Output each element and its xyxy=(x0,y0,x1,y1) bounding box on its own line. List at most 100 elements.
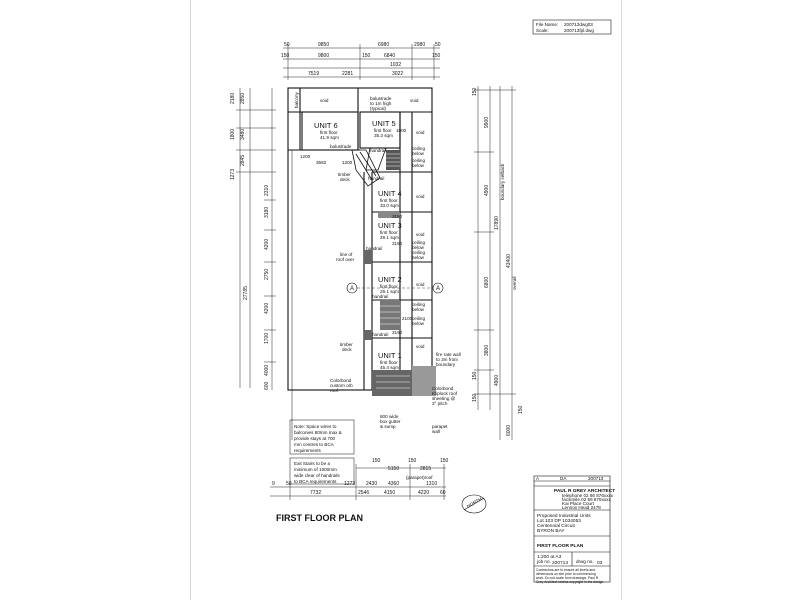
right-dim-4: 17890 xyxy=(494,216,500,230)
right-dim-10: 150 xyxy=(472,393,478,402)
file-name-label: File Name: xyxy=(536,22,558,27)
svg-text:requirements: requirements xyxy=(294,448,322,453)
top-dimension-lines xyxy=(283,44,440,80)
bot-dim-14: 4150 xyxy=(384,490,395,496)
colorbond-orb-3: roof xyxy=(330,388,339,393)
right-dimension-lines xyxy=(474,86,516,440)
top-dim-6: 150 xyxy=(281,53,290,59)
inner-dims: 1200 3682 1200 3150 3150 3150 2100 1000 xyxy=(300,128,413,335)
top-dim-13: 2281 xyxy=(342,71,353,77)
inner-dim-5: 3150 xyxy=(392,214,403,219)
title-block-frame xyxy=(533,475,611,583)
right-dim-8: 150 xyxy=(472,371,478,380)
ceiling-6a: ceiling xyxy=(412,316,425,321)
drawing-scale: 1:200 at A3 xyxy=(537,554,562,560)
left-dimension-lines xyxy=(236,88,276,390)
left-dim-1: 2180 xyxy=(230,93,236,104)
north-label: NORTH xyxy=(466,496,483,508)
unit-4-area: 33.0 sqm xyxy=(380,203,399,208)
copyright-3: work. Do not scale from drawings. Paul R xyxy=(536,576,599,580)
void-label-4: void xyxy=(416,194,425,199)
gutter-3: & sump xyxy=(380,424,396,429)
top-dim-10: 150 xyxy=(432,53,441,59)
grid-a-left: A xyxy=(350,286,354,292)
parapet-2: wall xyxy=(432,429,440,434)
right-dim-6: 6800 xyxy=(484,277,490,288)
right-dimension-texts: 150 9900 4900 17890 43400 6800 3800 150 … xyxy=(472,87,524,436)
void-label-6: void xyxy=(416,282,425,287)
ceiling-4a: ceiling xyxy=(412,250,425,255)
colorbond-orb-1: Colorbond xyxy=(330,378,352,383)
svg-text:minimum of 1000mm: minimum of 1000mm xyxy=(294,467,337,472)
contact-4: Lennox Head 2478 xyxy=(562,505,601,510)
left-dim-11: 2750 xyxy=(264,269,270,280)
fire-rate-2: to 3m from xyxy=(436,357,458,362)
left-dim-10: 4200 xyxy=(264,239,270,250)
svg-text:provide stays at 700: provide stays at 700 xyxy=(294,436,336,441)
kliplock-3: sheeting @ xyxy=(432,396,456,401)
copyright-2: dimensions on site prior to commencing xyxy=(536,572,596,576)
project-1: Proposed Industrial Units xyxy=(537,513,591,519)
contact-1: telephone 02 66 876xxxx xyxy=(562,493,614,498)
ceiling-3b: below xyxy=(412,245,425,250)
right-dim-note-1: boundary setback xyxy=(500,163,505,200)
drg-no: 03 xyxy=(597,560,603,566)
inner-dim-8: 1000 xyxy=(396,128,407,133)
unit-3-name: UNIT 3 xyxy=(378,221,402,230)
project-4: BYRON BAY xyxy=(537,528,565,534)
void-label-7: void xyxy=(416,344,425,349)
bot-dim-4: 2815 xyxy=(420,466,431,472)
plan-title: FIRST FLOOR PLAN xyxy=(276,513,363,523)
unit-2-name: UNIT 2 xyxy=(378,275,402,284)
rev-3: 200713 xyxy=(588,476,604,481)
left-dim-7: 27785 xyxy=(243,286,249,300)
inner-dim-6: 3150 xyxy=(392,330,403,335)
unit-5-area: 35.3 sqm xyxy=(374,133,393,138)
ceiling-1b: below xyxy=(412,151,425,156)
right-dim-12: 150 xyxy=(518,405,524,414)
unit-5-floor: first floor xyxy=(374,128,392,133)
unit-1-area: 45.4 sqm xyxy=(380,365,399,370)
unit-5-name: UNIT 5 xyxy=(372,119,396,128)
top-dim-2: 9850 xyxy=(318,42,329,48)
contact-2: facsimile 02 66 876xxxx xyxy=(562,497,611,502)
bot-dim-1: 150 xyxy=(372,458,381,464)
left-dim-3: 1800 xyxy=(230,129,236,140)
ceiling-6b: below xyxy=(412,321,425,326)
bottom-dimension-lines xyxy=(270,464,446,500)
top-dim-1: 50 xyxy=(284,42,290,48)
top-dim-3: 6980 xyxy=(378,42,389,48)
top-dim-5: 50 xyxy=(435,42,441,48)
right-dim-note-2: overall xyxy=(512,276,517,290)
note-1: Note: Space wires to balconies 80mm max … xyxy=(294,424,342,453)
balcony-label: balcony xyxy=(294,91,299,108)
bottom-dimension-texts: 150 5150 150 2815 150 9 50 1273 2430 436… xyxy=(272,458,449,496)
stair-blocks xyxy=(364,150,436,396)
balustrade-top-3: (typical) xyxy=(370,106,387,111)
kliplock-4: 3° pitch xyxy=(432,401,448,406)
handrail-label-3: handrail xyxy=(366,246,382,251)
building-outline xyxy=(287,87,433,391)
bot-dim-3: 150 xyxy=(408,458,417,464)
left-dim-4: 3480 xyxy=(240,129,246,140)
bot-dim-8: 1273 xyxy=(344,481,355,487)
unit-4-floor: first floor xyxy=(380,198,398,203)
left-dim-13: 1700 xyxy=(264,333,270,344)
bot-dim-7: 50 xyxy=(286,481,292,487)
annotation-labels: void void void void void void void balco… xyxy=(294,91,461,434)
bot-dim-15: 4220 xyxy=(418,490,429,496)
rev-2: DA xyxy=(560,476,567,481)
unit-1-floor: first floor xyxy=(380,360,398,365)
bot-dim-11: 1310 xyxy=(426,481,437,487)
line-of-roof-1: line of xyxy=(340,252,353,257)
svg-text:balconies 80mm max &: balconies 80mm max & xyxy=(294,430,342,435)
void-label-1: void xyxy=(320,98,329,103)
bot-dim-10: 4360 xyxy=(388,481,399,487)
unit-3-floor: first floor xyxy=(380,230,398,235)
top-dim-9: 6840 xyxy=(384,53,395,59)
ceiling-2b: below xyxy=(412,163,425,168)
unit-labels: UNIT 6 first floor 41.9 sqm UNIT 5 first… xyxy=(314,119,402,370)
left-dimension-texts: 2180 2850 1800 3480 2845 1273 27785 2310… xyxy=(230,93,270,390)
file-info-box xyxy=(532,19,612,35)
